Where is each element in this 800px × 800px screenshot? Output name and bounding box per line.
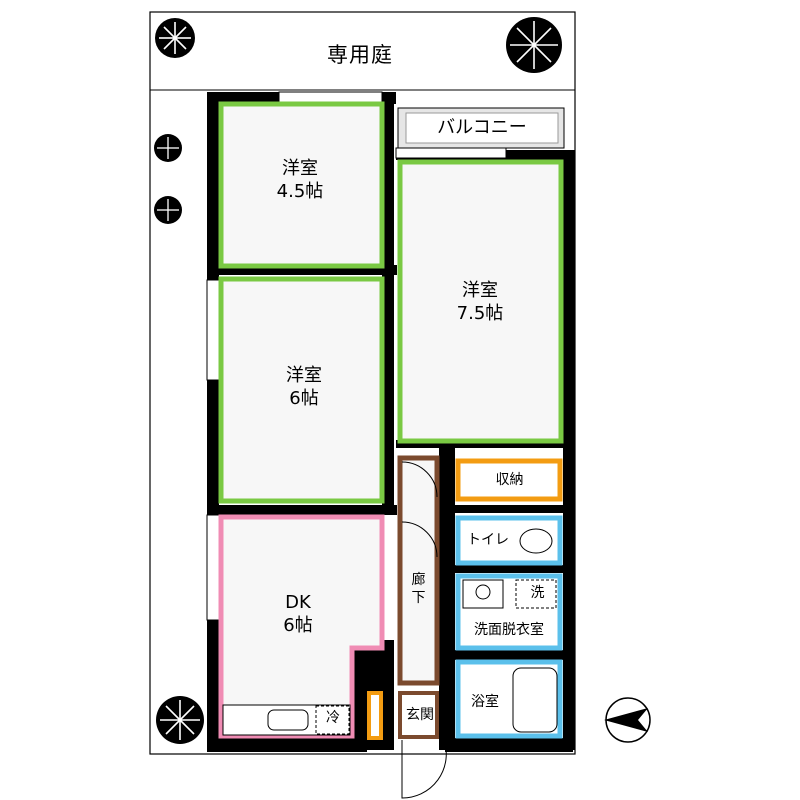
washer-label: 洗 [530, 585, 545, 601]
fridge-label: 冷 [326, 710, 340, 726]
room-western-6 [218, 276, 385, 504]
compass-north-icon [604, 697, 651, 743]
room-size: 7.5帖 [456, 302, 504, 324]
corridor-label: 廊 下 [411, 572, 426, 606]
tree-icon [155, 18, 195, 58]
tree-icon [156, 696, 204, 744]
washbasin-icon [462, 579, 504, 609]
toilet-label: トイレ [467, 532, 509, 548]
room-western-4.5 [218, 101, 385, 269]
room-label-western-7.5: 洋室 7.5帖 [420, 280, 540, 325]
storage-label: 収納 [495, 472, 524, 488]
bath-label: 浴室 [471, 694, 499, 710]
room-label-dk: DK 6帖 [238, 592, 358, 637]
room-dk [218, 514, 385, 739]
balcony-label: バルコニー [437, 117, 527, 138]
room-label-western-4.5: 洋室 4.5帖 [240, 158, 360, 203]
fridge-icon [315, 705, 350, 735]
room-size: 6帖 [283, 614, 313, 636]
corridor [397, 455, 440, 686]
room-size: 6帖 [289, 387, 319, 409]
washer-icon [515, 579, 557, 609]
room-label-western-6: 洋室 6帖 [244, 365, 364, 410]
room-western-7.5 [397, 159, 564, 444]
tree-icon [154, 196, 182, 224]
tree-icon [506, 17, 562, 73]
washroom-label: 洗面脱衣室 [474, 622, 544, 638]
bathtub-icon [512, 667, 558, 733]
sink-icon [267, 709, 309, 731]
shoe-cabinet [367, 691, 383, 740]
tree-icon [154, 134, 182, 162]
window [206, 91, 507, 621]
room-name: 洋室 [286, 365, 322, 386]
toilet-icon [519, 528, 553, 554]
garden-label: 専用庭 [327, 43, 393, 67]
entrance [398, 691, 439, 739]
door-swing-icon [401, 461, 447, 799]
room-name: DK [285, 592, 311, 613]
entrance-label: 玄関 [406, 707, 434, 723]
room-size: 4.5帖 [276, 180, 324, 202]
room-name: 洋室 [282, 158, 318, 179]
storage-closet [455, 458, 563, 502]
room-name: 洋室 [462, 280, 498, 301]
